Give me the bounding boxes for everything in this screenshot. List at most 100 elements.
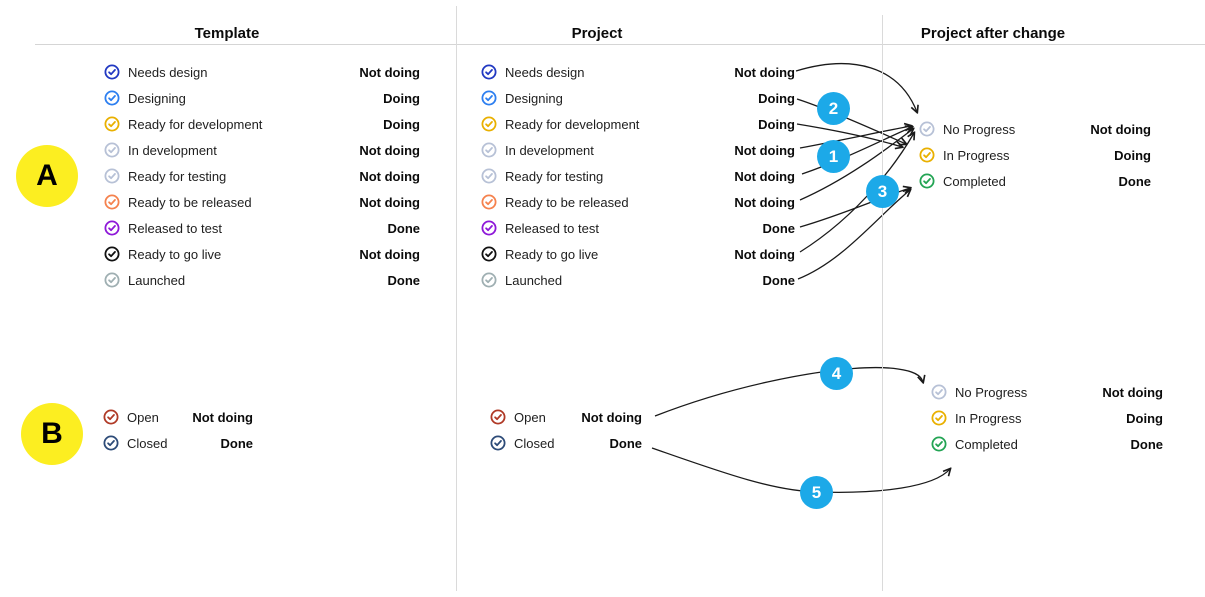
check-circle-icon [481,142,497,158]
status-category: Doing [383,116,420,132]
status-category: Done [1130,436,1164,452]
status-check-icon [104,64,120,80]
status-category: Not doing [359,64,420,80]
section-b-badge: B [21,403,83,465]
annotation-marker-3: 3 [866,175,899,208]
status-category: Not doing [359,168,420,184]
status-check-icon [931,384,947,400]
status-check-icon [490,409,506,425]
status-check-icon [919,121,935,137]
arrow-notdoing-in-development [799,126,911,149]
status-category: Not doing [734,194,795,210]
status-check-icon [931,410,947,426]
status-name: Needs design [505,64,585,80]
status-check-icon [919,147,935,163]
status-name: Designing [505,90,563,106]
status-check-icon [481,194,497,210]
status-name: In development [505,142,594,158]
status-category: Done [387,272,421,288]
status-check-icon [103,409,119,425]
status-check-icon [931,436,947,452]
status-category: Not doing [359,142,420,158]
status-check-icon [104,194,120,210]
status-check-icon [481,272,497,288]
status-name: Launched [128,272,186,288]
status-row: Open Not doing [490,404,642,430]
status-name: No Progress [943,121,1016,137]
check-circle-icon [104,116,120,132]
status-check-icon [104,116,120,132]
arrow-notdoing-needs-design [795,63,917,112]
status-name: Ready for testing [505,168,604,184]
check-circle-icon [931,384,947,400]
status-category: Done [387,220,421,236]
check-circle-icon [481,220,497,236]
check-circle-icon [104,142,120,158]
status-name: In Progress [955,410,1022,426]
status-name: Ready for development [128,116,263,132]
annotation-marker-2: 2 [817,92,850,125]
status-name: No Progress [955,384,1028,400]
status-category: Not doing [581,409,642,425]
arrow-doing-ready-for-development [796,123,902,147]
status-name: Launched [505,272,563,288]
status-name: Released to test [505,220,599,236]
status-check-icon [481,220,497,236]
status-category: Done [220,435,254,451]
column-header-project-after-change: Project after change [920,25,1066,42]
status-category: Done [762,220,796,236]
status-check-icon [104,168,120,184]
check-circle-icon [104,246,120,262]
status-category: Not doing [359,194,420,210]
status-check-icon [104,272,120,288]
check-circle-icon [481,116,497,132]
annotation-marker-1: 1 [817,140,850,173]
check-circle-icon [919,121,935,137]
status-check-icon [104,90,120,106]
status-name: Designing [128,90,186,106]
status-row: Launched Done [104,267,420,293]
check-circle-icon [104,220,120,236]
status-name: Ready to be released [128,194,252,210]
status-category: Not doing [734,64,795,80]
status-category: Not doing [192,409,253,425]
status-category: Not doing [734,168,795,184]
status-name: Open [514,409,546,425]
column-header-template: Template [194,25,260,42]
status-check-icon [481,142,497,158]
status-check-icon [490,435,506,451]
status-category: Doing [758,90,795,106]
check-circle-icon [481,90,497,106]
status-row: Designing Doing [104,85,420,111]
check-circle-icon [104,168,120,184]
status-check-icon [103,435,119,451]
annotation-marker-4: 4 [820,357,853,390]
check-circle-icon [490,409,506,425]
status-category: Doing [758,116,795,132]
column-header-project: Project [571,25,623,42]
status-name: Completed [943,173,1006,189]
status-check-icon [481,168,497,184]
status-row: Released to test Done [481,215,795,241]
check-circle-icon [104,194,120,210]
status-category: Doing [383,90,420,106]
status-check-icon [481,64,497,80]
status-category: Not doing [734,246,795,262]
check-circle-icon [931,436,947,452]
